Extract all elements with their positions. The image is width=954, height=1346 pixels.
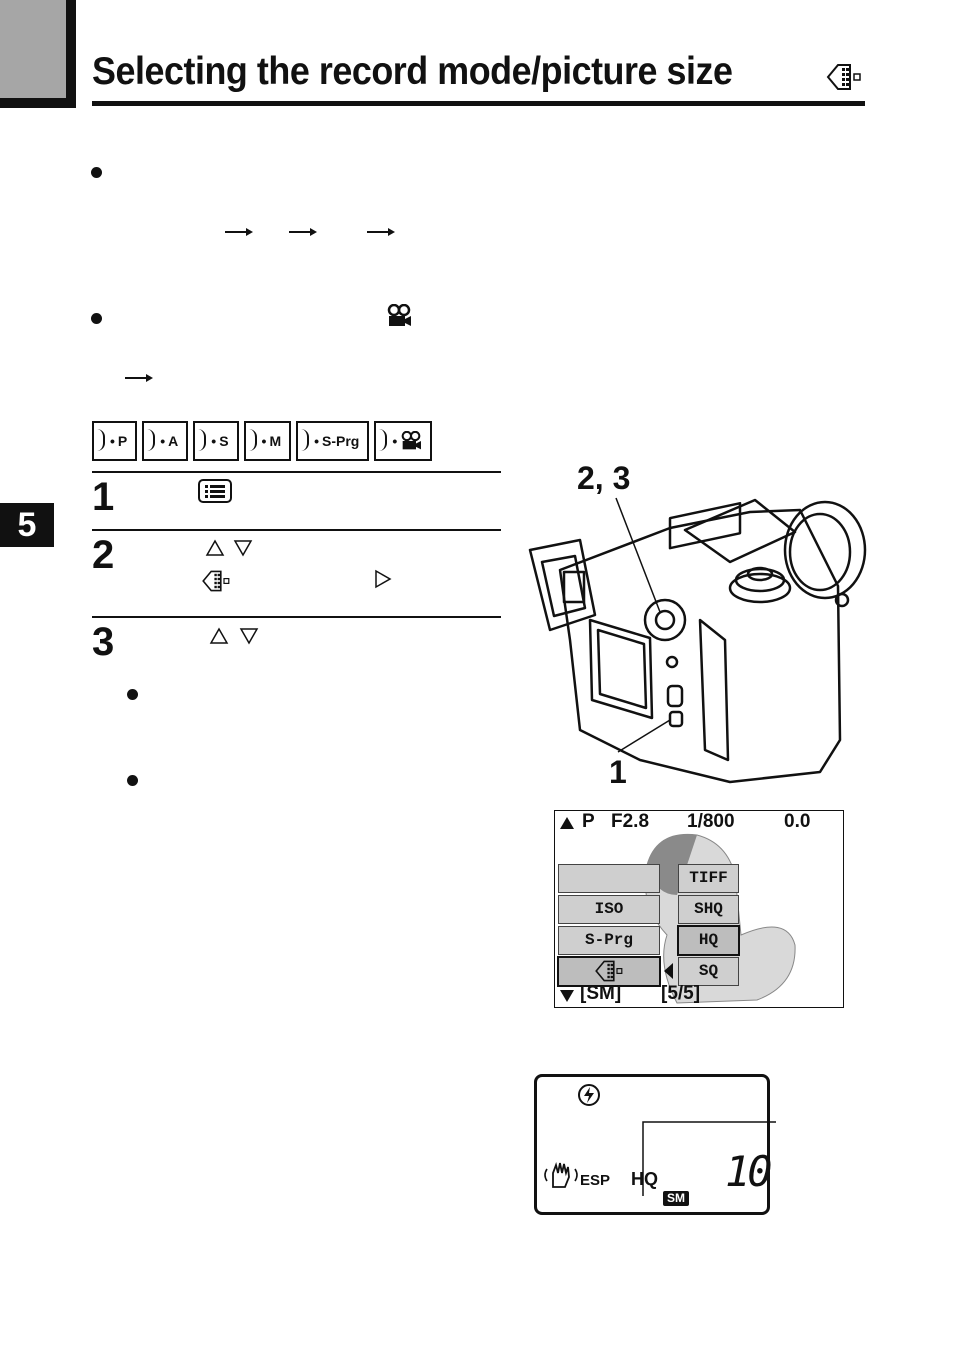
callout-line: [642, 1121, 776, 1196]
step-divider: [92, 529, 501, 531]
step-number-3: 3: [92, 620, 115, 664]
down-arrow-icon: [239, 628, 259, 645]
arrow-icon: [367, 228, 395, 236]
step-number-2: 2: [92, 533, 115, 577]
lcd-footer-page: [5/5]: [661, 983, 701, 1004]
up-arrow-icon: [560, 817, 574, 829]
metering-label: ESP: [580, 1172, 611, 1189]
callout-label-1: 1: [609, 754, 627, 790]
lcd-option-tiff: TIFF: [678, 864, 739, 893]
mode-badge-s-prg: •S-Prg: [296, 421, 370, 461]
record-mode-icon: [826, 64, 861, 90]
lcd-footer-mode: [SM]: [580, 983, 622, 1004]
up-arrow-icon: [205, 539, 225, 556]
arrow-icon: [225, 228, 253, 236]
lcd-aperture: F2.8: [611, 811, 650, 832]
bullet: [127, 775, 138, 786]
frames-remaining: 10: [725, 1147, 773, 1196]
chapter-tab: 5: [0, 503, 54, 547]
arrow-icon: [289, 228, 317, 236]
lcd-menu-screen: P F2.8 1/800 0.0 ISO S-Prg TIFF SHQ HQ S…: [554, 810, 844, 1008]
camera-illustration: [528, 497, 867, 784]
bullet: [127, 689, 138, 700]
bullet: [91, 313, 102, 324]
mode-badges: •P •A •S •M •S-Prg •: [92, 421, 433, 461]
flash-off-icon: [578, 1084, 600, 1106]
lcd-option-sq: SQ: [678, 957, 739, 986]
up-arrow-icon: [209, 627, 229, 644]
page-title: Selecting the record mode/picture size: [92, 50, 733, 93]
right-arrow-icon: [375, 569, 392, 589]
lcd-option-hq: HQ: [677, 925, 740, 956]
bullet: [91, 167, 102, 178]
record-mode-icon: [202, 570, 230, 592]
mode-badge-movie: •: [374, 421, 433, 461]
mode-badge-s: •S: [193, 421, 239, 461]
lcd-menu-item-s-prg: S-Prg: [558, 926, 660, 955]
movie-icon: [401, 431, 422, 450]
hand-shake-icon: [544, 1161, 578, 1188]
lcd-menu-item-record-mode: [557, 956, 661, 987]
lcd-menu-item-blank: [558, 864, 660, 893]
down-arrow-icon: [560, 990, 574, 1002]
down-arrow-icon: [233, 540, 253, 557]
arrow-icon: [125, 374, 153, 382]
title-rule: [92, 101, 865, 106]
lcd-menu-item-iso: ISO: [558, 895, 660, 924]
step-divider: [92, 471, 501, 473]
control-panel: ESP HQ SM 10: [534, 1074, 773, 1215]
lcd-option-shq: SHQ: [678, 895, 739, 924]
menu-button-icon: [198, 479, 232, 503]
lcd-mode: P: [582, 811, 595, 832]
mode-badge-a: •A: [142, 421, 189, 461]
step-divider: [92, 616, 501, 618]
callout-label-2-3: 2, 3: [577, 460, 631, 496]
record-mode-icon: [595, 960, 623, 982]
corner-tab-gray: [0, 0, 66, 98]
step-number-1: 1: [92, 475, 115, 519]
quality-label: HQ: [631, 1169, 658, 1189]
mode-badge-p: •P: [92, 421, 138, 461]
lcd-exposure-comp: 0.0: [784, 811, 811, 832]
left-arrow-icon: [664, 963, 673, 979]
lcd-shutter-speed: 1/800: [687, 811, 735, 832]
size-badge: SM: [663, 1191, 689, 1206]
movie-icon: [387, 304, 411, 326]
mode-badge-m: •M: [243, 421, 292, 461]
